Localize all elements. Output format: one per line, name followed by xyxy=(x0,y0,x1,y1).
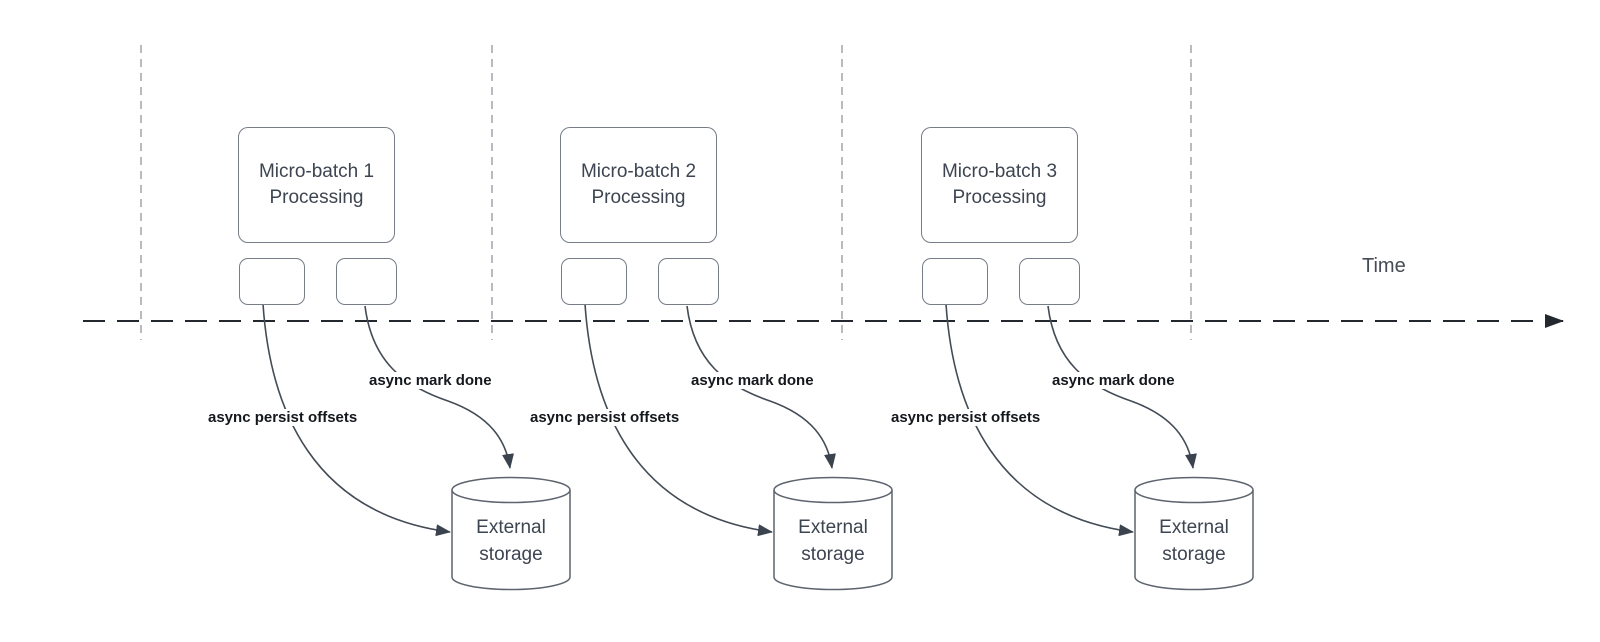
mark-done-arrow xyxy=(686,305,836,469)
persist-offsets-arrow xyxy=(584,303,773,537)
batch3-arrows-and-storage xyxy=(945,303,1254,591)
mark-done-arrow xyxy=(364,305,514,469)
persist-offsets-arrow xyxy=(945,303,1134,537)
external-storage-cylinder-icon xyxy=(451,476,571,591)
time-gridlines xyxy=(140,45,1192,340)
batch1-arrows-and-storage xyxy=(262,303,571,591)
batch2-arrows-and-storage xyxy=(584,303,893,591)
external-storage-cylinder-icon xyxy=(773,476,893,591)
persist-offsets-arrow xyxy=(262,303,451,537)
external-storage-cylinder-icon xyxy=(1134,476,1254,591)
time-axis-label: Time xyxy=(1362,255,1406,277)
mark-done-arrow xyxy=(1047,305,1197,469)
